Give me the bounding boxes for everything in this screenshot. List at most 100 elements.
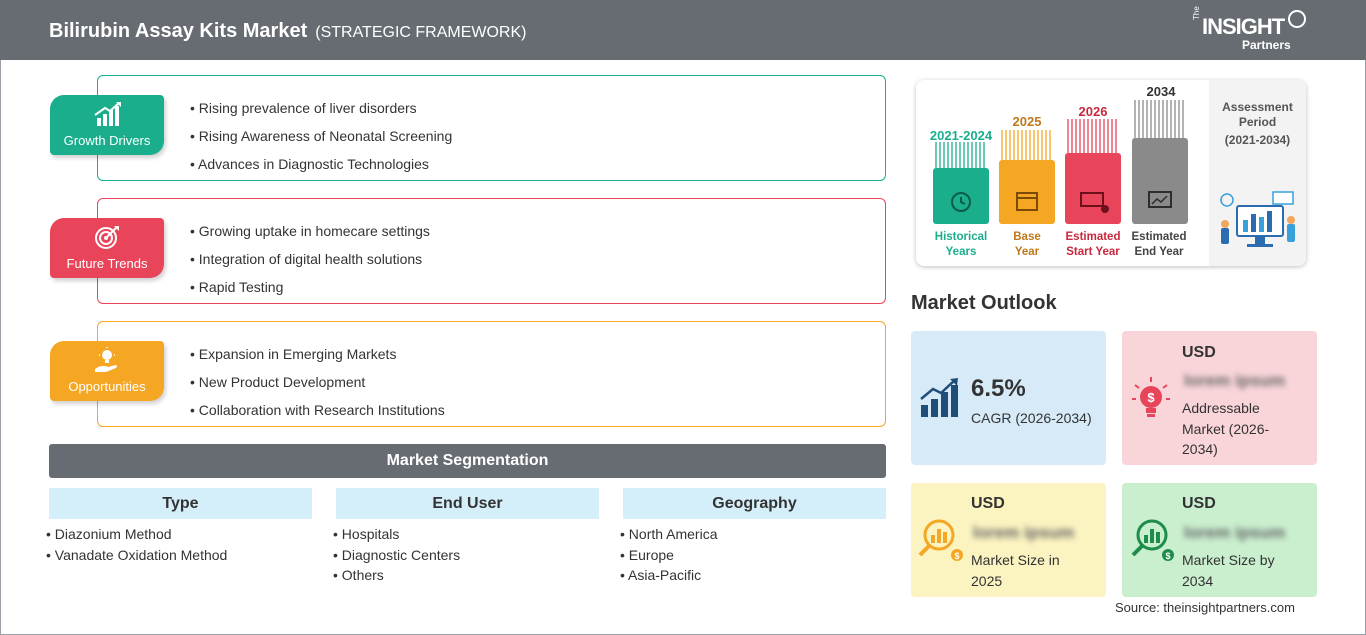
timeline-bar-base (999, 130, 1055, 224)
label-line: Market (2026- (1182, 420, 1270, 437)
magnifier-chart-icon: $ (1131, 519, 1174, 561)
list-item: New Product Development (190, 368, 445, 396)
logo-partners: Partners (1242, 38, 1291, 52)
size-2025-value-blurred: lorem ipsum (973, 523, 1075, 542)
label-line: Historical (934, 231, 988, 243)
list-item: Vanadate Oxidation Method (46, 545, 228, 566)
market-segmentation-header: Market Segmentation (49, 444, 886, 478)
label-line: Assessment (1222, 100, 1293, 114)
market-size-2025-box: $ USD lorem ipsum Market Size in 2025 (911, 483, 1106, 597)
cagr-label: CAGR (2026-2034) (971, 410, 1092, 426)
badge-label: Opportunities (68, 379, 146, 394)
list-item: Asia-Pacific (620, 565, 718, 586)
growth-chart-icon (94, 102, 121, 126)
label-line: Year (1014, 246, 1040, 258)
growth-bars-icon (920, 378, 958, 417)
target-icon (95, 226, 119, 249)
list-item: Europe (620, 545, 718, 566)
growth-drivers-list: Rising prevalence of liver disorders Ris… (190, 94, 452, 178)
header-bar: Bilirubin Assay Kits Market (STRATEGIC FR… (0, 0, 1366, 60)
assessment-title: Assessment Period (1209, 100, 1306, 130)
assessment-range: (2021-2034) (1224, 133, 1291, 147)
analysts-illustration-icon (1220, 191, 1295, 247)
future-trends-list: Growing uptake in homecare settings Inte… (190, 217, 430, 301)
market-size-2034-box: $ USD lorem ipsum Market Size by 2034 (1122, 483, 1317, 597)
cagr-box: 6.5% CAGR (2026-2034) (911, 331, 1106, 465)
timeline-label-historical: Historical Years (926, 230, 996, 260)
svg-text:$: $ (954, 551, 959, 561)
segment-list-geography: North America Europe Asia-Pacific (620, 524, 718, 586)
label-line: Market Size in (971, 552, 1060, 568)
list-item: North America (620, 524, 718, 545)
lightbulb-hand-icon (95, 347, 117, 372)
segment-head-type: Type (49, 488, 312, 519)
opportunities-badge: Opportunities (50, 341, 164, 401)
insight-partners-logo[interactable]: The INSIGHT Partners (1192, 6, 1312, 54)
label-line: Addressable (1182, 400, 1260, 416)
timeline-label-end: Estimated End Year (1124, 230, 1194, 260)
timeline-bar-start (1065, 119, 1121, 224)
svg-text:$: $ (1147, 390, 1155, 405)
timeline-year-start: 2026 (1078, 104, 1108, 119)
assessment-period-box: Assessment Period (2021-2034) (1209, 80, 1306, 266)
label-line: Market Size by (1182, 552, 1275, 568)
growth-drivers-card: Rising prevalence of liver disorders Ris… (97, 75, 886, 181)
source-credit[interactable]: Source: theinsightpartners.com (1115, 600, 1295, 615)
timeline-year-base: 2025 (1012, 114, 1042, 129)
list-item: Rapid Testing (190, 273, 430, 301)
list-item: Integration of digital health solutions (190, 245, 430, 273)
logo-ring-icon (1288, 10, 1306, 28)
label-line: Estimated (1131, 231, 1187, 243)
list-item: Rising Awareness of Neonatal Screening (190, 122, 452, 150)
future-trends-badge: Future Trends (50, 218, 164, 278)
segment-list-end-user: Hospitals Diagnostic Centers Others (333, 524, 460, 586)
badge-label: Future Trends (66, 256, 148, 271)
label-line: 2034 (1182, 572, 1214, 589)
label-line: 2034) (1182, 441, 1218, 457)
timeline-year-historical: 2021-2024 (929, 128, 993, 143)
label-line: 2025 (971, 572, 1003, 589)
label-line: Start Year (1066, 246, 1120, 258)
label-line: Base (1013, 231, 1041, 243)
size-2025-usd: USD (971, 495, 1005, 512)
list-item: Diazonium Method (46, 524, 227, 545)
size-2034-value-blurred: lorem ipsum (1184, 523, 1286, 542)
market-outlook-title: Market Outlook (911, 292, 1057, 314)
list-item: Hospitals (333, 524, 460, 545)
list-item: Others (333, 565, 460, 586)
timeline-panel: 2021-2024 Historical Years 2025 Base Yea… (916, 80, 1306, 266)
segment-head-geography: Geography (623, 488, 886, 519)
addressable-label: Addressable Market (2026- 2034) (1182, 398, 1269, 460)
size-2025-label: Market Size in 2025 (971, 550, 1060, 591)
segment-list-type: Diazonium Method Vanadate Oxidation Meth… (46, 524, 228, 566)
addressable-value-blurred: lorem ipsum (1184, 371, 1286, 390)
list-item: Growing uptake in homecare settings (190, 217, 430, 245)
addressable-usd: USD (1182, 344, 1216, 361)
label-line: End Year (1134, 246, 1184, 258)
timeline-label-start: Estimated Start Year (1058, 230, 1128, 260)
magnifier-chart-icon: $ (918, 519, 963, 561)
size-2034-usd: USD (1182, 495, 1216, 512)
svg-text:$: $ (1165, 551, 1170, 561)
timeline-label-base: Base Year (992, 230, 1062, 260)
size-2034-label: Market Size by 2034 (1182, 550, 1275, 591)
label-line: Estimated (1065, 231, 1121, 243)
logo-main: INSIGHT (1202, 14, 1285, 39)
page-title: Bilirubin Assay Kits Market (STRATEGIC FR… (49, 20, 526, 43)
label-line: Period (1238, 115, 1277, 129)
title-text: Bilirubin Assay Kits Market (49, 20, 308, 42)
title-subtitle: (STRATEGIC FRAMEWORK) (315, 24, 527, 41)
future-trends-card: Growing uptake in homecare settings Inte… (97, 198, 886, 304)
opportunities-card: Expansion in Emerging Markets New Produc… (97, 321, 886, 427)
addressable-market-box: $ USD lorem ipsum Addressable Market (20… (1122, 331, 1317, 465)
list-item: Diagnostic Centers (333, 545, 460, 566)
cagr-value: 6.5% (971, 375, 1026, 402)
segment-head-end-user: End User (336, 488, 599, 519)
growth-drivers-badge: Growth Drivers (50, 95, 164, 155)
timeline-bar-end (1132, 100, 1188, 224)
lightbulb-dollar-icon: $ (1132, 377, 1170, 417)
list-item: Collaboration with Research Institutions (190, 396, 445, 424)
list-item: Advances in Diagnostic Technologies (190, 150, 452, 178)
list-item: Expansion in Emerging Markets (190, 340, 445, 368)
badge-label: Growth Drivers (63, 133, 151, 148)
